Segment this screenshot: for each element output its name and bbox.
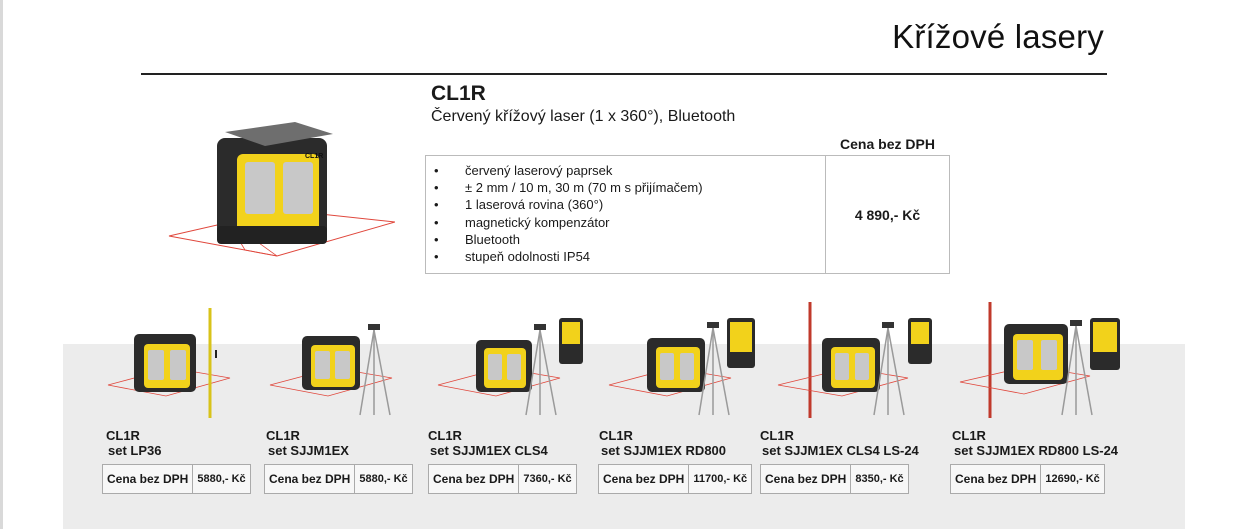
set-image: [608, 318, 755, 416]
set-price: 8350,- Kč: [855, 473, 904, 485]
set-price-label: Cena bez DPH: [951, 465, 1042, 493]
set-name: CL1R set SJJM1EX CLS4: [428, 428, 548, 458]
feature-item: ± 2 mm / 10 m, 30 m (70 m s přijímačem): [434, 179, 703, 196]
set-name: CL1R set SJJM1EX CLS4 LS-24: [760, 428, 919, 458]
set-name: CL1R set SJJM1EX RD800: [599, 428, 726, 458]
set-variant: set SJJM1EX CLS4: [430, 443, 548, 458]
set-price: 5880,- Kč: [359, 473, 408, 485]
set-model: CL1R: [266, 428, 300, 443]
set-model: CL1R: [599, 428, 633, 443]
set-image: [107, 308, 231, 418]
feature-item: magnetický kompenzátor: [434, 214, 703, 231]
set-variant: set SJJM1EX RD800 LS-24: [954, 443, 1119, 458]
set-price-box: Cena bez DPH 11700,- Kč: [598, 464, 753, 494]
set-price-label: Cena bez DPH: [265, 465, 356, 493]
set-price-label: Cena bez DPH: [429, 465, 520, 493]
set-price: 7360,- Kč: [523, 473, 572, 485]
set-image: [437, 318, 583, 416]
receiver-icon: [1090, 318, 1120, 370]
set-price-box: Cena bez DPH 5880,- Kč: [264, 464, 413, 494]
tripod-icon: [873, 322, 905, 416]
set-model: CL1R: [428, 428, 462, 443]
feature-list: červený laserový paprsek ± 2 mm / 10 m, …: [434, 162, 703, 265]
page-edge: [0, 0, 3, 529]
receiver-icon: [908, 318, 932, 364]
spec-table: Cena bez DPH červený laserový paprsek ± …: [425, 131, 950, 274]
set-price-label: Cena bez DPH: [599, 465, 690, 493]
set-price-label: Cena bez DPH: [761, 465, 852, 493]
set-name: CL1R set SJJM1EX: [266, 428, 349, 458]
set-image: [777, 302, 932, 418]
column-divider: [825, 156, 826, 273]
tripod-icon: [525, 324, 557, 416]
title-rule: [141, 73, 1107, 75]
set-price: 12690,- Kč: [1045, 473, 1100, 485]
feature-item: červený laserový paprsek: [434, 162, 703, 179]
set-name: CL1R set SJJM1EX RD800 LS-24: [952, 428, 1118, 458]
set-image: [269, 324, 393, 416]
tripod-icon: [698, 322, 730, 416]
set-price-box: Cena bez DPH 5880,- Kč: [102, 464, 251, 494]
set-variant: set LP36: [108, 443, 162, 458]
set-variant: set SJJM1EX CLS4 LS-24: [762, 443, 919, 458]
set-model: CL1R: [106, 428, 140, 443]
set-name: CL1R set LP36: [106, 428, 161, 458]
set-price-label: Cena bez DPH: [103, 465, 194, 493]
set-variant: set SJJM1EX RD800: [601, 443, 727, 458]
product-name: CL1R: [431, 82, 486, 105]
price-header: Cena bez DPH: [825, 131, 950, 156]
set-model: CL1R: [760, 428, 794, 443]
tripod-icon: [1061, 320, 1093, 416]
spec-box: červený laserový paprsek ± 2 mm / 10 m, …: [425, 155, 950, 274]
set-image: [959, 302, 1120, 418]
set-variant: set SJJM1EX: [268, 443, 349, 458]
set-price-box: Cena bez DPH 7360,- Kč: [428, 464, 577, 494]
set-price: 5880,- Kč: [197, 473, 246, 485]
laser-product-image: CL1R: [168, 122, 395, 257]
tripod-icon: [359, 324, 391, 416]
device-label: CL1R: [305, 153, 323, 160]
feature-item: stupeň odolnosti IP54: [434, 248, 703, 265]
set-model: CL1R: [952, 428, 986, 443]
sets-panel: [63, 344, 1185, 529]
page-title: Křížové lasery: [892, 18, 1104, 55]
feature-item: 1 laserová rovina (360°): [434, 196, 703, 213]
feature-item: Bluetooth: [434, 231, 703, 248]
receiver-icon: [727, 318, 755, 368]
product-subtitle: Červený křížový laser (1 x 360°), Blueto…: [431, 108, 736, 125]
set-price-box: Cena bez DPH 12690,- Kč: [950, 464, 1105, 494]
receiver-icon: [559, 318, 583, 364]
set-price: 11700,- Kč: [693, 473, 748, 485]
set-price-box: Cena bez DPH 8350,- Kč: [760, 464, 909, 494]
product-price: 4 890,- Kč: [854, 206, 921, 223]
